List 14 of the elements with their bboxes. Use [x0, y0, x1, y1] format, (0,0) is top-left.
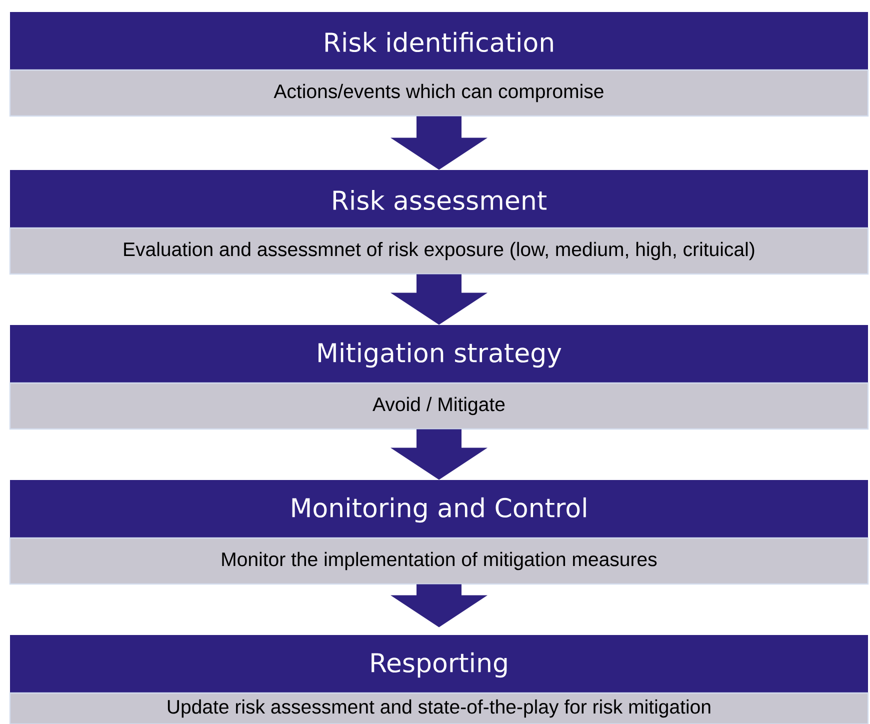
- node-label: Avoid / Mitigate: [372, 396, 505, 416]
- block-arrow: [390, 584, 488, 628]
- block-arrow: [390, 116, 488, 170]
- block-arrow: [390, 429, 488, 480]
- block-arrow: [390, 274, 488, 325]
- stage-box: Resporting Update risk assessment and state-of-the-play for risk mitigation: [9, 635, 869, 724]
- node-label: Evaluation and assessmnet of risk exposure (low, medium, high, crituical): [124, 242, 754, 260]
- stage-box: Mitigation strategy Avoid / Mitigate: [9, 325, 869, 430]
- stage-box: Risk assessment Evaluation and assessmnet of risk exposure (low, medium, high, crituical): [9, 170, 869, 275]
- node-label: Update risk assessment and state-of-the-play for risk mitigation: [168, 699, 710, 718]
- node-label: Actions/events which can compromise: [274, 84, 604, 102]
- stage-box: Monitoring and Control Monitor the implementation of mitigation measures: [9, 480, 869, 585]
- stage-box: Risk identification Actions/events which can compromise: [9, 12, 869, 117]
- node-label: Monitor the implementation of mitigation measures: [222, 552, 657, 570]
